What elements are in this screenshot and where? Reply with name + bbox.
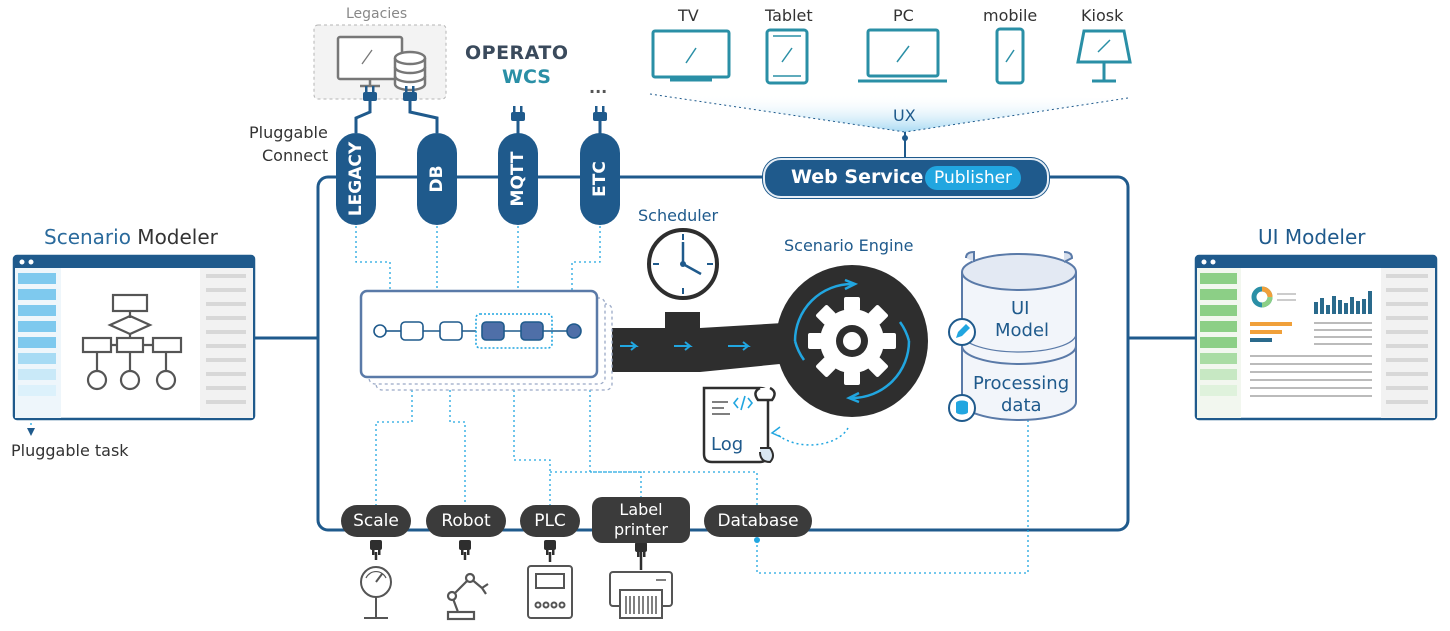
plug-icons-top [363,86,607,121]
label-printer-pill[interactable]: Label printer [592,497,690,543]
label-printer-line1: Label [619,500,663,519]
scenario-modeler-title: Scenario Modeler [44,225,218,249]
bar-chart-icon [1314,291,1372,314]
scenario-modeler-rest: Modeler [130,225,218,249]
log-scroll-icon [702,386,776,464]
legacies-label: Legacies [346,6,408,22]
web-service-publisher[interactable]: Web Service Publisher [763,158,1049,198]
plug-icons-bottom [370,540,647,557]
edit-pencil-icon [948,318,976,346]
connector-etc-label: ETC [590,161,610,197]
scale-device-icon [360,566,392,619]
log-label: Log [711,434,744,455]
processing-line2: data [1001,395,1042,416]
ui-model-line1: UI [1011,298,1030,319]
device-label-tablet: Tablet [765,6,813,25]
flowchart-icon [81,293,183,391]
connector-legacy[interactable]: LEGACY [336,133,376,225]
robot-arm-icon [446,572,489,621]
ux-fan [650,94,1128,132]
ux-label: UX [893,106,916,125]
tv-icon [651,29,731,82]
hbar-icon [1250,322,1292,342]
etc-dots: ... [589,78,608,97]
scenario-modeler-highlight: Scenario [44,225,131,249]
label-printer-icon [609,571,673,619]
device-label-kiosk: Kiosk [1081,6,1124,25]
legacy-monitor-icon [336,35,404,88]
tablet-icon [765,28,809,85]
kiosk-icon [1076,29,1132,83]
database-pill[interactable]: Database [704,505,812,537]
publisher-badge: Publisher [925,166,1022,190]
pc-icon [858,28,947,83]
ui-model-line2: Model [995,320,1050,341]
ui-modeler-title: UI Modeler [1258,225,1366,249]
processing-line1: Processing [973,373,1070,394]
connector-mqtt[interactable]: MQTT [498,133,538,225]
pluggable-connect-line2: Connect [262,146,329,165]
connector-db[interactable]: DB [417,133,457,225]
web-service-title: Web Service [791,166,924,188]
brand-operato: OPERATO [465,42,569,64]
plc-device-icon [527,565,573,619]
pluggable-connect-line1: Pluggable [249,123,328,142]
flow-arrows [620,341,751,351]
device-label-mobile: mobile [983,6,1038,25]
label-printer-line2: printer [613,520,668,539]
robot-pill[interactable]: Robot [426,505,506,537]
data-cylinder-icon [961,250,1077,421]
scenario-engine-gear-icon [776,265,928,417]
engine-pipeline [600,312,800,372]
device-label-tv: TV [678,6,699,25]
scenario-engine-label: Scenario Engine [784,236,914,255]
connector-db-label: DB [427,165,447,193]
brand-wcs: WCS [502,66,551,88]
plc-pill[interactable]: PLC [520,505,580,537]
scenario-modeler-window [12,254,256,421]
donut-chart-icon [1251,286,1296,308]
mobile-icon [995,27,1025,85]
connector-legacy-label: LEGACY [346,141,366,217]
bpmn-flow-icon [373,313,582,349]
scheduler-label: Scheduler [638,206,719,225]
database-icon [948,394,976,422]
clock-icon [647,228,719,300]
legacy-database-icon [393,50,427,92]
scale-pill[interactable]: Scale [341,505,411,537]
pluggable-task-label: Pluggable task [11,441,129,460]
connector-mqtt-label: MQTT [508,151,528,207]
ui-modeler-window [1194,254,1438,421]
device-label-pc: PC [893,6,914,25]
connector-etc[interactable]: ETC [580,133,620,225]
